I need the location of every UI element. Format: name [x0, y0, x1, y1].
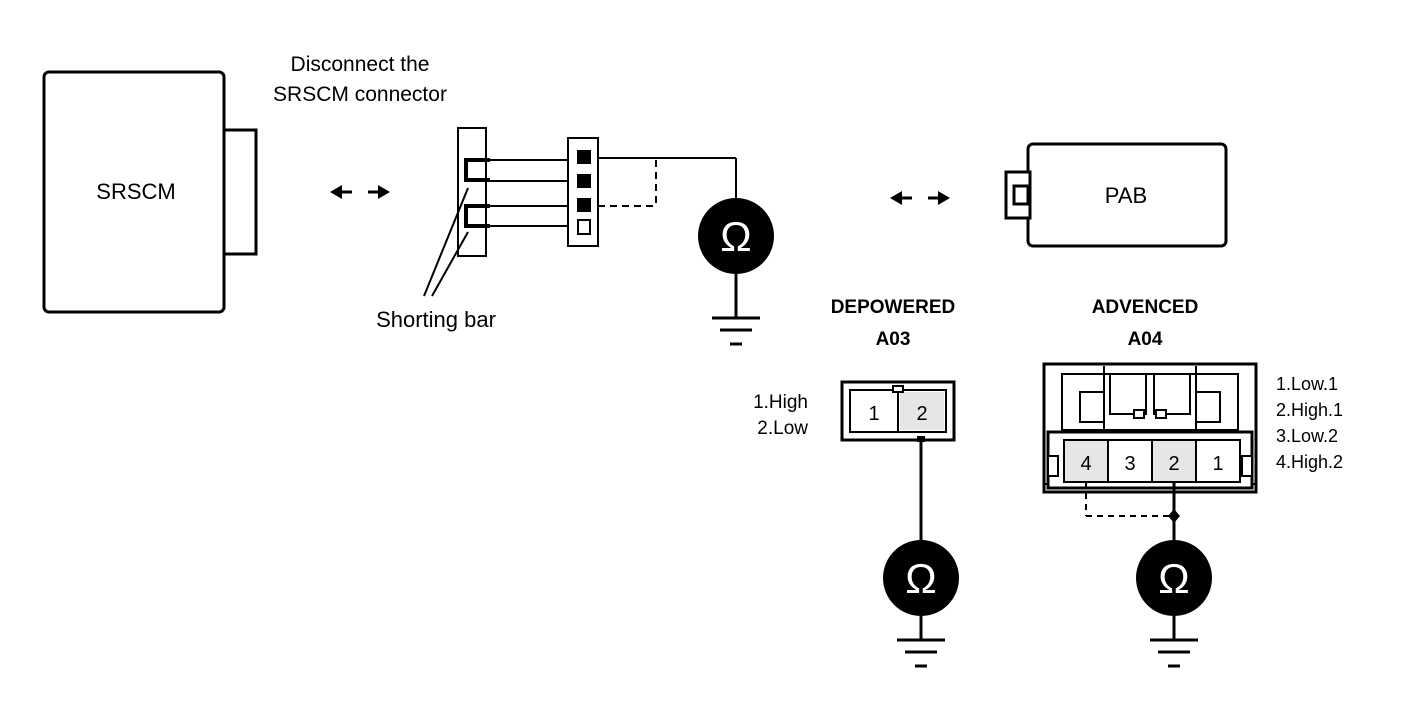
advanced-pin-1: 1: [1212, 453, 1223, 475]
depowered-code: A03: [876, 329, 911, 350]
depowered-legend-1: 1.High: [753, 392, 808, 413]
srscm-connector: [222, 128, 258, 256]
pab-module: PAB: [1004, 142, 1228, 248]
disconnect-arrows-icon: [330, 185, 390, 199]
disconnect-arrows-icon: [890, 191, 950, 205]
svg-text:Ω: Ω: [720, 213, 751, 260]
advanced-title: ADVENCED: [1092, 297, 1199, 318]
svg-text:Ω: Ω: [1158, 555, 1189, 602]
advanced-pin-3: 3: [1124, 453, 1135, 475]
srscm-label: SRSCM: [96, 179, 175, 204]
advanced-legend-2: 2.High.1: [1276, 400, 1343, 420]
svg-text:Ω: Ω: [905, 555, 936, 602]
depowered-connector: 1 2: [840, 380, 956, 442]
ohmmeter-icon: Ω: [1136, 540, 1212, 668]
depowered-legend-2: 2.Low: [757, 418, 808, 439]
advanced-legend-1: 1.Low.1: [1276, 374, 1338, 394]
advanced-pin-4: 4: [1080, 453, 1091, 475]
ohmmeter-icon: Ω: [698, 198, 774, 346]
instruction-line-2: SRSCM connector: [273, 83, 447, 106]
srscm-module: SRSCM: [42, 70, 258, 314]
instruction-line-1: Disconnect the: [291, 53, 430, 76]
advanced-legend-3: 3.Low.2: [1276, 426, 1338, 446]
advanced-legend-4: 4.High.2: [1276, 452, 1343, 472]
shorting-bar-connector: [457, 127, 599, 257]
depowered-title: DEPOWERED: [831, 297, 956, 318]
shorting-bar-label: Shorting bar: [376, 307, 496, 332]
advanced-pin-2: 2: [1168, 453, 1179, 475]
advanced-code: A04: [1128, 329, 1163, 350]
ohmmeter-icon: Ω: [883, 540, 959, 668]
depowered-pin-1: 1: [868, 403, 879, 425]
advanced-connector: 4 3 2 1: [1042, 362, 1258, 494]
depowered-pin-2: 2: [916, 403, 927, 425]
pab-label: PAB: [1105, 183, 1147, 208]
